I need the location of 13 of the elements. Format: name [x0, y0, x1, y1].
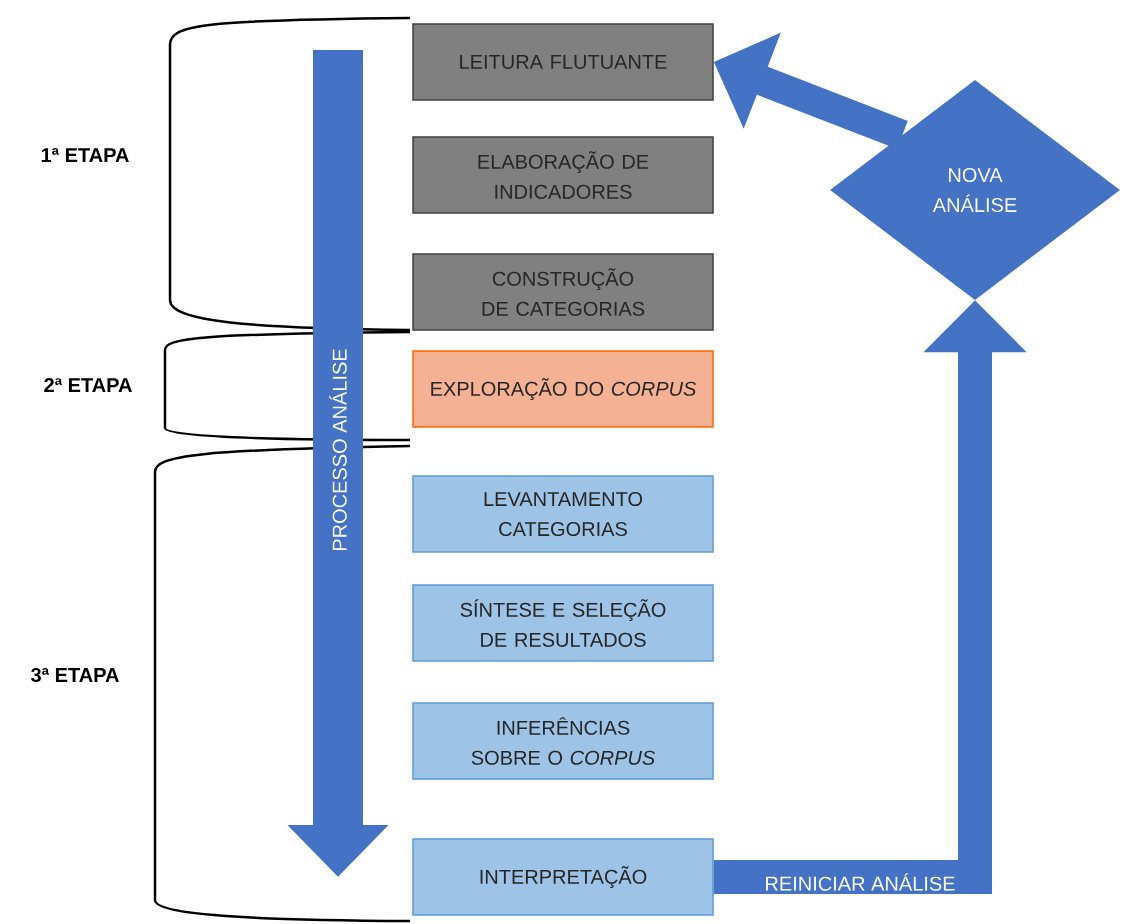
stage-label: 2ª ETAPA: [44, 378, 132, 392]
arrow-label: PROCESSO ANÁLISE: [329, 349, 347, 551]
process-box: SÍNTESE E SELEÇÃO DE RESULTADOS: [412, 584, 714, 662]
process-box: LEVANTAMENTO CATEGORIAS: [412, 475, 714, 553]
stage-label: 1ª ETAPA: [41, 148, 129, 162]
process-box: ELABORAÇÃO DE INDICADORES: [412, 136, 714, 214]
process-box: INFERÊNCIAS SOBRE O CORPUS: [412, 702, 714, 780]
stage-label: 3ª ETAPA: [31, 667, 119, 683]
edge-label: REINICIAR ANÁLISE: [763, 872, 957, 892]
process-box: CONSTRUÇÃO DE CATEGORIAS: [412, 253, 714, 331]
process-box: INTERPRETAÇÃO: [412, 838, 714, 916]
process-box: EXPLORAÇÃO DO CORPUS: [412, 350, 714, 428]
process-box: LEITURA FLUTUANTE: [412, 23, 714, 101]
